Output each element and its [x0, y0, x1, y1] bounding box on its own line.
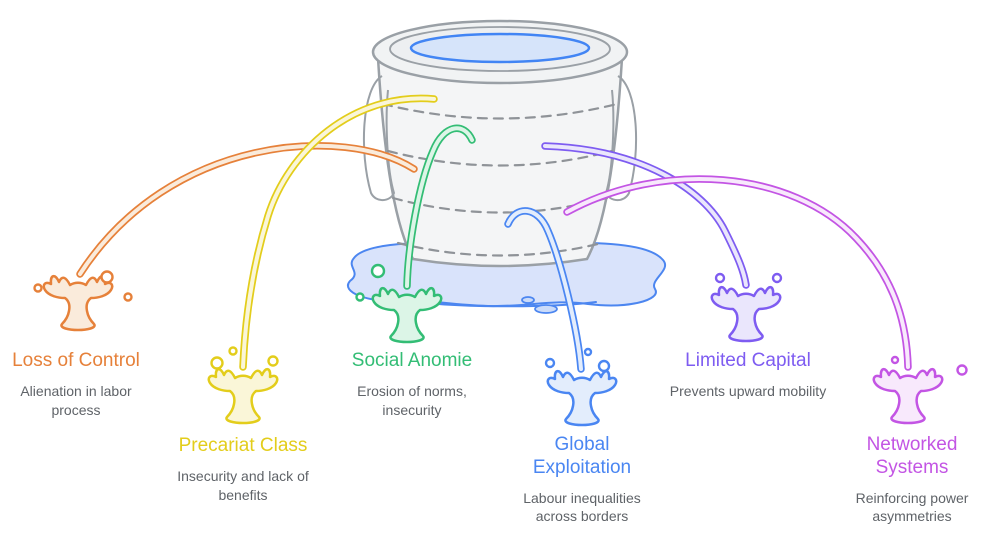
leak-title: Limited Capital — [685, 350, 811, 371]
droplet-icon — [597, 359, 611, 373]
droplet-icon — [267, 355, 279, 367]
leak-subtitle: Prevents upward mobility — [669, 382, 827, 399]
droplet-icon — [583, 347, 593, 357]
stream-fill — [506, 208, 583, 371]
droplet-icon — [890, 355, 900, 365]
bucket-handle-right — [604, 75, 638, 202]
leak-title: Networked Systems — [866, 434, 958, 478]
splash-icon — [207, 367, 279, 425]
droplet-icon — [228, 346, 238, 356]
stream-fill — [78, 143, 416, 276]
bucket-hoop-1 — [381, 102, 619, 120]
leak-precariat-class — [207, 94, 438, 425]
leak-subtitle: Insecurity and lack of benefits — [177, 467, 309, 503]
splash-icon — [371, 286, 443, 344]
bucket — [362, 19, 638, 268]
stream-fill — [405, 126, 474, 288]
leak-subtitle: Erosion of norms, insecurity — [357, 382, 467, 418]
droplet-icon — [714, 272, 726, 284]
droplet-icon — [100, 270, 114, 284]
leak-networked-systems — [563, 175, 968, 425]
splash-icon — [710, 285, 782, 343]
leak-title: Global Exploitation — [532, 434, 632, 478]
leak-title: Social Anomie — [351, 350, 473, 371]
droplet-icon — [771, 272, 783, 284]
leak-label-precariat-class: Precariat Class Insecurity and lack of b… — [148, 435, 338, 505]
leak-label-social-anomie: Social Anomie Erosion of norms, insecuri… — [317, 350, 507, 420]
leak-label-limited-capital: Limited Capital Prevents upward mobility — [653, 350, 843, 401]
stream-fill — [565, 176, 910, 369]
bucket-hoop-4 — [396, 241, 604, 257]
splash-icon — [546, 369, 618, 427]
leak-loss-of-control — [33, 142, 418, 332]
stream-fill — [241, 96, 436, 369]
leak-title: Precariat Class — [178, 435, 308, 456]
leak-global-exploitation — [504, 207, 618, 427]
droplet-icon — [33, 283, 43, 293]
droplet-icon — [370, 263, 386, 279]
leak-label-loss-of-control: Loss of Control Alienation in labor proc… — [0, 350, 171, 420]
leak-title: Loss of Control — [12, 350, 140, 371]
leak-subtitle: Labour inequalities across borders — [523, 489, 641, 525]
puddle-droplet — [534, 304, 558, 314]
bucket-hoop-2 — [386, 149, 614, 167]
leak-subtitle: Reinforcing power asymmetries — [855, 489, 969, 525]
leak-subtitle: Alienation in labor process — [20, 382, 132, 418]
leak-label-global-exploitation: Global Exploitation Labour inequalities … — [507, 434, 657, 526]
bucket-handle-left — [362, 75, 396, 202]
stream-fill — [543, 144, 748, 287]
splash-icon — [42, 274, 114, 332]
water-surface — [409, 32, 591, 64]
splash-icon — [872, 367, 944, 425]
leak-label-networked-systems: Networked Systems Reinforcing power asym… — [837, 434, 984, 526]
droplet-icon — [210, 356, 224, 370]
droplet-icon — [123, 292, 133, 302]
leak-limited-capital — [541, 142, 783, 343]
droplet-icon — [355, 292, 365, 302]
leak-social-anomie — [355, 124, 476, 344]
puddle-droplet — [521, 296, 535, 304]
droplet-icon — [956, 364, 968, 376]
droplet-icon — [544, 357, 556, 369]
